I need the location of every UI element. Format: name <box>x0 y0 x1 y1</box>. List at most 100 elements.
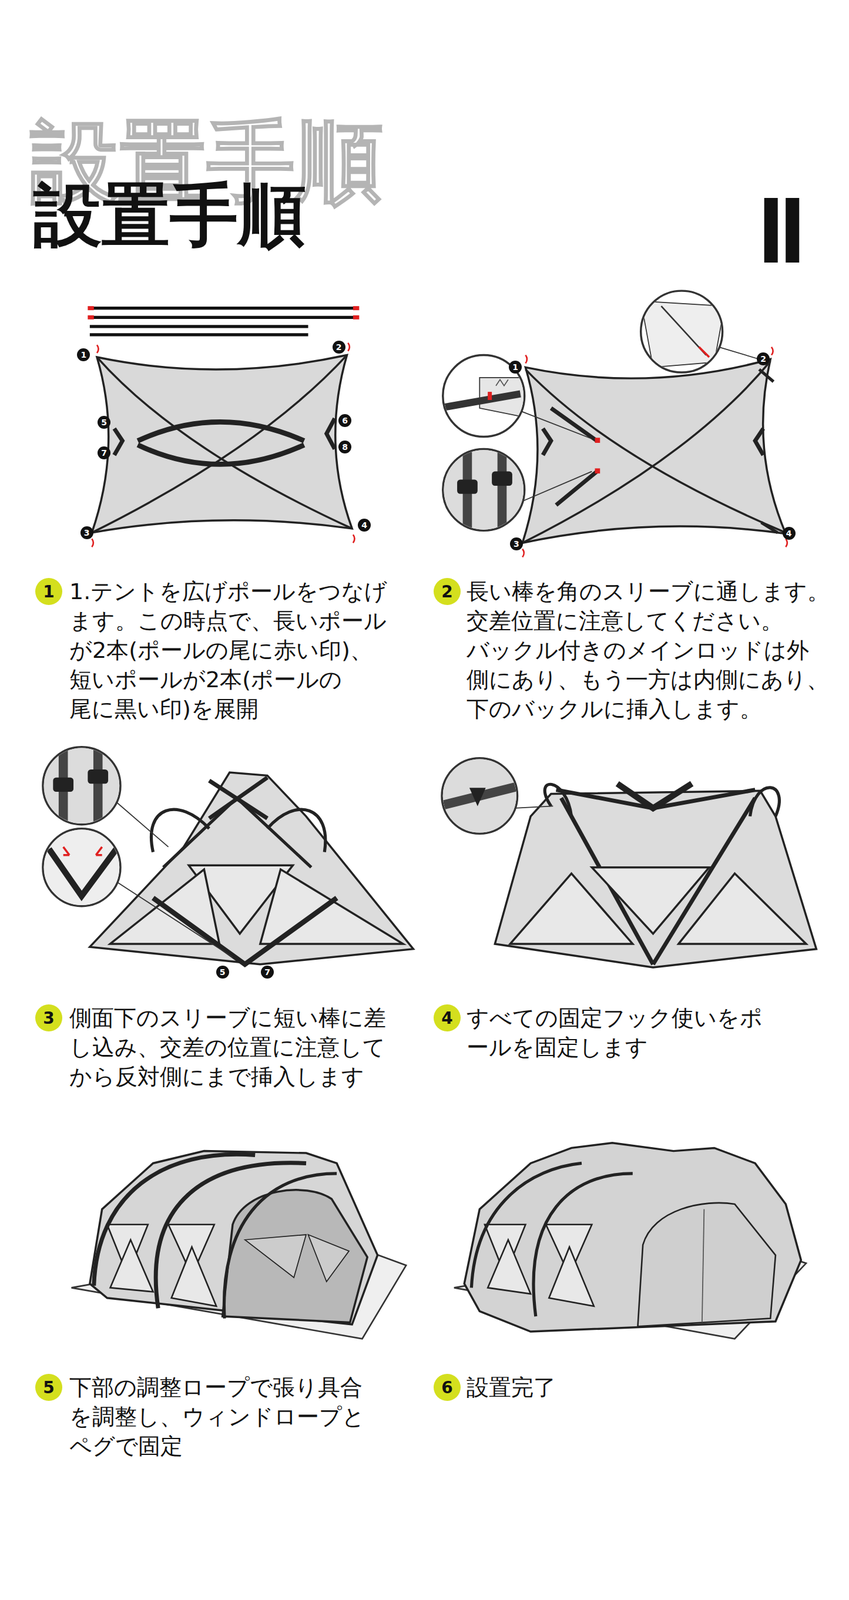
callout-number: 1 <box>76 348 90 362</box>
step2-illustration <box>761 522 778 533</box>
step-number: 1 <box>35 578 63 606</box>
step2-illustration <box>522 549 525 558</box>
step3-illustration <box>89 772 414 965</box>
section-number: II <box>757 183 801 278</box>
step3-illustration <box>48 849 117 897</box>
step3-illustration <box>95 847 102 856</box>
step3-illustration <box>40 829 123 907</box>
step3-illustration <box>63 847 70 856</box>
step3-illustration <box>267 809 326 852</box>
step2-illustration <box>487 391 492 401</box>
step-description: 1.テントを広げポールをつなげ ます。この時点で、長いポール が2本(ポールの尾… <box>69 576 431 724</box>
step1-illustration <box>89 308 358 335</box>
callout-number: 1 <box>508 360 522 374</box>
step3-illustration <box>236 798 312 868</box>
step5-illustration <box>245 1235 307 1278</box>
step3-illustration <box>87 769 109 784</box>
step2-illustration <box>440 448 533 531</box>
callout-number: 4 <box>782 527 796 540</box>
callout-number: 6 <box>338 414 352 428</box>
step-description: 下部の調整ロープで張り具合 を調整し、ウィンドロープと ペグで固定 <box>69 1373 431 1462</box>
step2-illustration <box>457 480 478 495</box>
step3-illustration <box>40 745 123 827</box>
step5-illustration <box>308 1235 350 1283</box>
step-description: すべての固定フック使いをポ ールを固定します <box>466 1003 837 1063</box>
step4-illustration <box>438 757 521 835</box>
step2-illustration <box>785 538 788 548</box>
callout-number: 7 <box>260 965 274 979</box>
step1-illustration <box>96 357 352 529</box>
step-number: 2 <box>433 578 461 606</box>
step-number: 3 <box>35 1004 63 1032</box>
step1-illustration <box>91 343 355 548</box>
step2-illustration <box>525 369 786 533</box>
callout-number: 2 <box>332 340 346 354</box>
step4-illustration <box>469 787 486 807</box>
step5-illustration <box>223 1173 337 1320</box>
page-title: 設置手順 <box>33 180 307 250</box>
step1-illustration <box>91 355 347 533</box>
step2-illustration <box>440 448 533 531</box>
step4-illustration <box>438 757 521 835</box>
step2-illustration <box>522 359 786 544</box>
step-description: 設置完了 <box>466 1373 837 1403</box>
step1-illustration <box>96 344 99 354</box>
step-badge: 11.テントを広げポールをつなげ ます。この時点で、長いポール が2本(ポールの… <box>35 578 63 606</box>
step4-illustration <box>438 757 817 968</box>
step1-illustration <box>137 444 304 465</box>
step1-illustration <box>353 306 359 311</box>
step4-illustration <box>678 873 807 945</box>
step1-illustration <box>353 315 359 320</box>
step2-illustration <box>595 437 601 444</box>
step1-illustration <box>87 306 359 548</box>
step2-illustration <box>520 471 593 503</box>
step5-illustration <box>71 1151 407 1340</box>
step2-illustration <box>551 408 597 442</box>
step6-illustration <box>454 1143 807 1340</box>
step1-illustration <box>326 418 335 449</box>
step-description: 側面下のスリーブに短い棒に差 し込み、交差の位置に注意して から反対側にまで挿入… <box>69 1003 431 1092</box>
step2-illustration <box>522 347 788 558</box>
step2-illustration <box>754 428 764 456</box>
step2-illustration <box>771 347 774 356</box>
step5-illustration <box>171 1247 217 1307</box>
step5-illustration <box>110 1240 154 1293</box>
step5-illustration <box>94 1154 255 1287</box>
step4-illustration <box>617 783 693 809</box>
step6-illustration <box>533 1173 633 1317</box>
step1-illustration <box>353 534 355 543</box>
step1-illustration <box>87 315 94 320</box>
step3-illustration <box>93 745 103 827</box>
step2-illustration <box>556 471 597 506</box>
step-description: 長い棒を角のスリーブに通します。 交差位置に注意してください。 バックル付きのメ… <box>466 576 837 724</box>
step-number: 5 <box>35 1374 63 1402</box>
step2-illustration <box>495 379 509 386</box>
step1-illustration <box>114 428 123 456</box>
step1-illustration <box>87 306 94 311</box>
step-number: 4 <box>433 1004 461 1032</box>
callout-number: 5 <box>97 415 111 429</box>
step1-illustration <box>89 306 358 310</box>
step-number: 6 <box>433 1374 461 1402</box>
step3-illustration <box>40 829 123 907</box>
step1-illustration <box>89 324 309 328</box>
step3-illustration <box>153 898 338 965</box>
step6-illustration <box>637 1203 775 1328</box>
step6-illustration <box>702 1209 704 1324</box>
step-badge: 3側面下のスリーブに短い棒に差 し込み、交差の位置に注意して から反対側にまで挿… <box>35 1004 63 1032</box>
step1-illustration <box>91 355 352 533</box>
step6-illustration <box>548 1247 594 1307</box>
step2-illustration <box>438 290 788 557</box>
step2-illustration <box>699 347 710 358</box>
step4-illustration <box>494 790 817 968</box>
callout-number: 3 <box>80 526 94 540</box>
callout-number: 5 <box>216 965 230 979</box>
step3-illustration <box>52 777 74 793</box>
step6-illustration <box>471 1163 582 1288</box>
step-badge: 6設置完了 <box>433 1374 461 1402</box>
step1-illustration <box>89 333 309 337</box>
step1-illustration <box>91 538 94 548</box>
step1-illustration <box>87 306 359 320</box>
step2-illustration <box>497 448 508 531</box>
